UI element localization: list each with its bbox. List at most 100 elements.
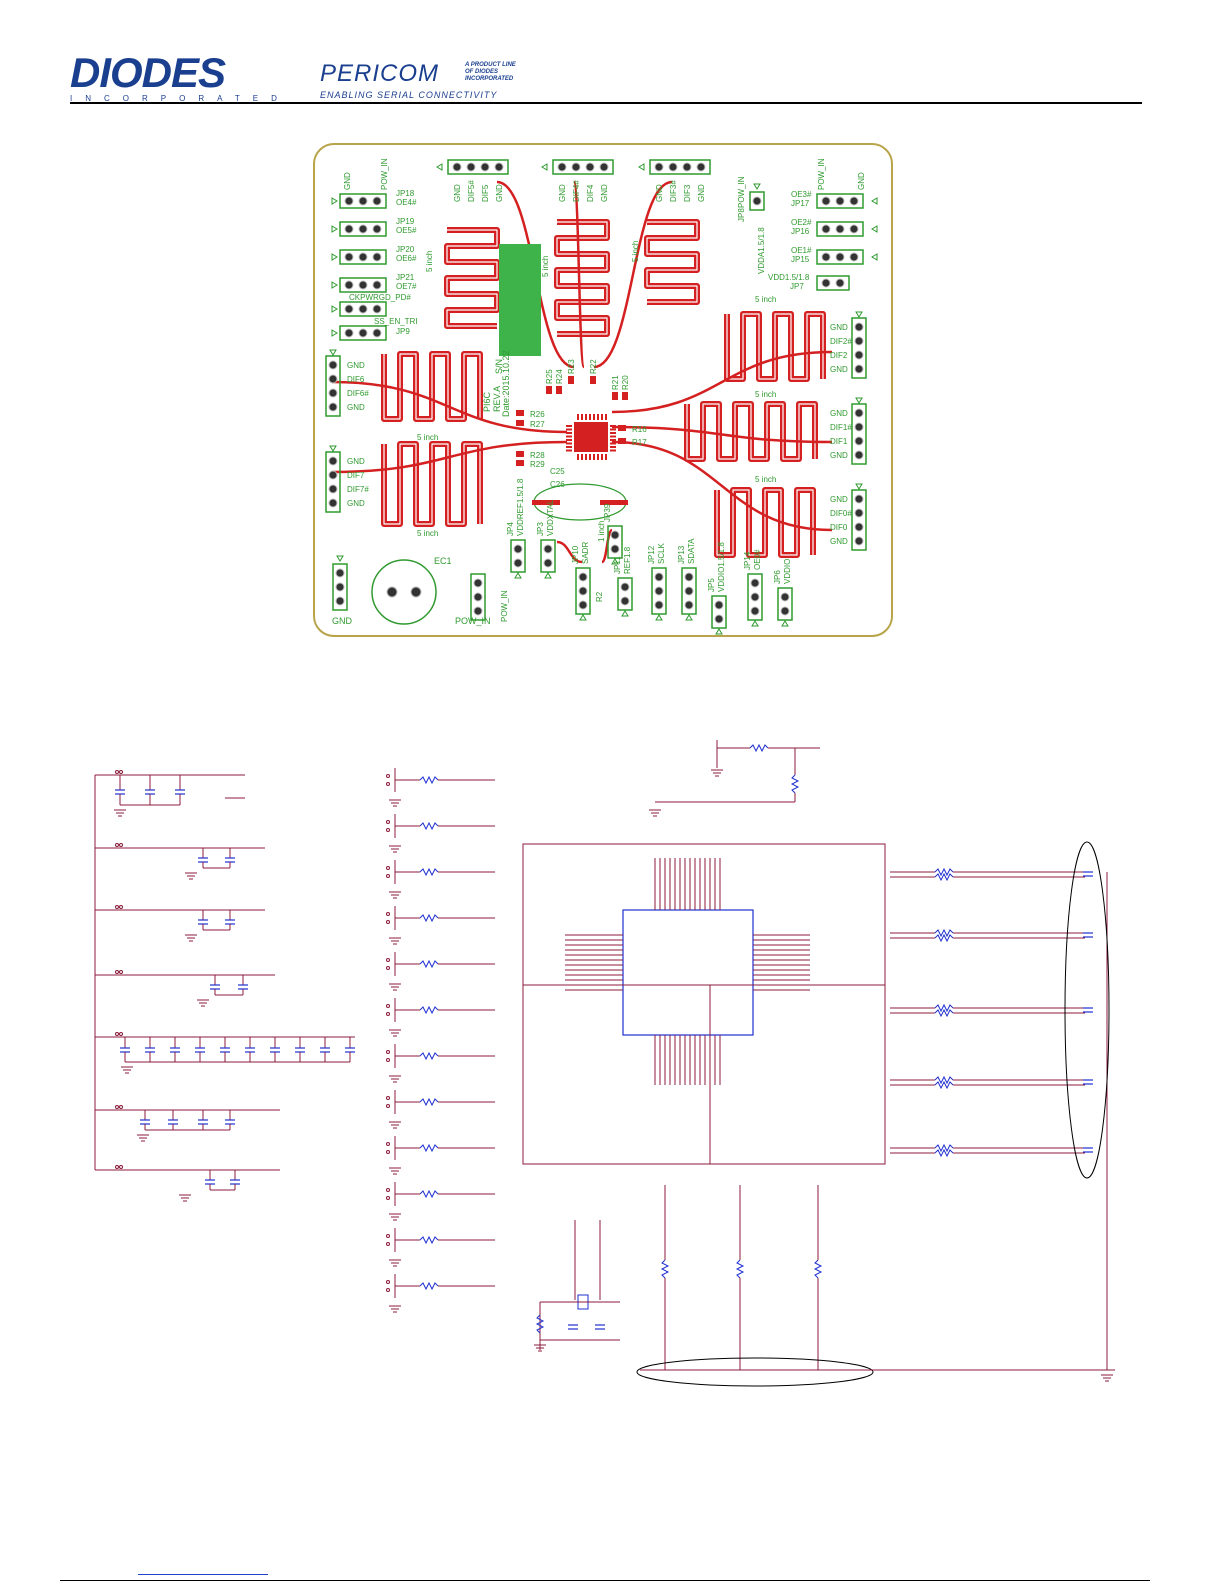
- pcb-label: PI6C: [482, 391, 492, 412]
- pin-pad: [780, 606, 790, 616]
- pin-pad: [344, 280, 354, 290]
- pcb-label: GND: [347, 457, 365, 466]
- chip-pin: [610, 428, 616, 431]
- chip-pin: [610, 446, 616, 448]
- resistor-pad: [516, 410, 524, 416]
- pin-pad: [854, 350, 864, 360]
- pcb-labels: JP18OE4#JP19OE5#JP20OE6#JP21OE7#CKPWRGD_…: [332, 158, 866, 626]
- pin1-marker: [871, 253, 878, 261]
- pcb-label: GND: [495, 184, 504, 202]
- trace-dif7-gap: [383, 443, 481, 525]
- chip-pin: [610, 442, 616, 445]
- serial-number-block: [499, 244, 541, 356]
- pin1-marker: [579, 614, 587, 621]
- pin-pad: [452, 162, 462, 172]
- connector-node: [386, 782, 390, 786]
- pin1-marker: [715, 628, 723, 635]
- resistor-pad: [516, 460, 524, 466]
- pin-pad: [654, 162, 664, 172]
- pericom-logo: PERICOM A PRODUCT LINE OF DIODES INCORPO…: [320, 60, 560, 100]
- header-jp17: [816, 193, 864, 209]
- pcb-label: JP14: [743, 551, 752, 570]
- header-left-group: [325, 355, 341, 417]
- pcb-label: GND: [830, 409, 848, 418]
- pcb-label: DIF2: [830, 351, 848, 360]
- pin-pad: [358, 224, 368, 234]
- pcb-layout-drawing: JP18OE4#JP19OE5#JP20OE6#JP21OE7#CKPWRGD_…: [313, 143, 893, 637]
- pcb-label: DIF5: [481, 184, 490, 202]
- page-header: DIODES INCORPORATED PERICOM A PRODUCT LI…: [0, 0, 1225, 110]
- pcb-label: GND: [830, 323, 848, 332]
- pin-pad: [854, 436, 864, 446]
- pcb-label: DIF0: [830, 523, 848, 532]
- connector-node: [386, 1050, 390, 1054]
- connector-node: [386, 1012, 390, 1016]
- trace-dif3: [644, 219, 700, 305]
- pcb-label: GND: [600, 184, 609, 202]
- header-jp21: [339, 277, 387, 293]
- pcb-label: GND: [347, 499, 365, 508]
- pcb-label: REF1.8: [623, 546, 632, 574]
- connector-node: [115, 843, 119, 847]
- pcb-parts: [325, 159, 878, 635]
- pin1-marker: [871, 225, 878, 233]
- header-jp16: [816, 221, 864, 237]
- resistor-symbol: [934, 1143, 954, 1153]
- pin-pad: [543, 544, 553, 554]
- pcb-label: VDDXTAL: [546, 499, 555, 536]
- header-gnd-bottom: [332, 563, 348, 611]
- chip-pin: [585, 414, 587, 420]
- resistor-symbol: [419, 913, 439, 923]
- pin-pad: [714, 614, 724, 624]
- resistor-label: R17: [632, 438, 647, 447]
- trace-length-label: 5 inch: [417, 529, 438, 538]
- header-jp19: [339, 221, 387, 237]
- trace-dif0-gap: [716, 489, 814, 556]
- connector-node: [386, 1288, 390, 1292]
- pcb-label: S/N: [494, 359, 504, 374]
- chip-pin: [593, 454, 595, 460]
- pcb-label: JP18: [396, 189, 415, 198]
- pin-pad: [684, 600, 694, 610]
- pin-pad: [328, 360, 338, 370]
- trace-fanout: [556, 540, 583, 564]
- pcb-label: DIF2#: [830, 337, 852, 346]
- ec1-pad: [386, 586, 398, 598]
- header-jp3: [540, 539, 556, 573]
- pcb-label: OE1#: [791, 246, 812, 255]
- chip-pin: [597, 414, 599, 420]
- pcb-label: JP10: [571, 545, 580, 564]
- header-jp10: [575, 567, 591, 615]
- pin-pad: [494, 162, 504, 172]
- header-rule: [70, 102, 1142, 104]
- pcb-label: JP11: [613, 556, 622, 574]
- resistor-symbol: [660, 1259, 670, 1279]
- connector-node: [115, 1032, 119, 1036]
- resistor-symbol: [419, 1005, 439, 1015]
- connector-node: [119, 970, 123, 974]
- resistor-label: R28: [530, 451, 545, 460]
- footer-link-underline[interactable]: [138, 1574, 268, 1575]
- diodes-logo-subtitle: INCORPORATED: [70, 94, 290, 103]
- pcb-label: JP9: [396, 327, 410, 336]
- pin-pad: [473, 578, 483, 588]
- pcb-label: OE7#: [396, 282, 417, 291]
- diodes-logo: DIODES INCORPORATED: [70, 52, 300, 104]
- pin1-marker: [331, 281, 338, 289]
- pcb-label: GND: [830, 537, 848, 546]
- pcb-label: POW_IN: [500, 590, 509, 622]
- pcb-label: JP20: [396, 245, 415, 254]
- connector-node: [386, 1150, 390, 1154]
- pin-pad: [513, 544, 523, 554]
- pcb-label: C25: [550, 467, 565, 476]
- resistor-symbol: [419, 1235, 439, 1245]
- pin-pad: [372, 196, 382, 206]
- pcb-label: GND: [332, 616, 353, 626]
- chip-pin: [577, 454, 579, 460]
- pcb-label: DIF3#: [669, 180, 678, 202]
- pcb-label: OE0#: [753, 549, 762, 570]
- schematic-drawing: [94, 740, 1115, 1387]
- pin-pad: [328, 374, 338, 384]
- pin1-marker: [329, 445, 337, 452]
- pcb-label: GND: [697, 184, 706, 202]
